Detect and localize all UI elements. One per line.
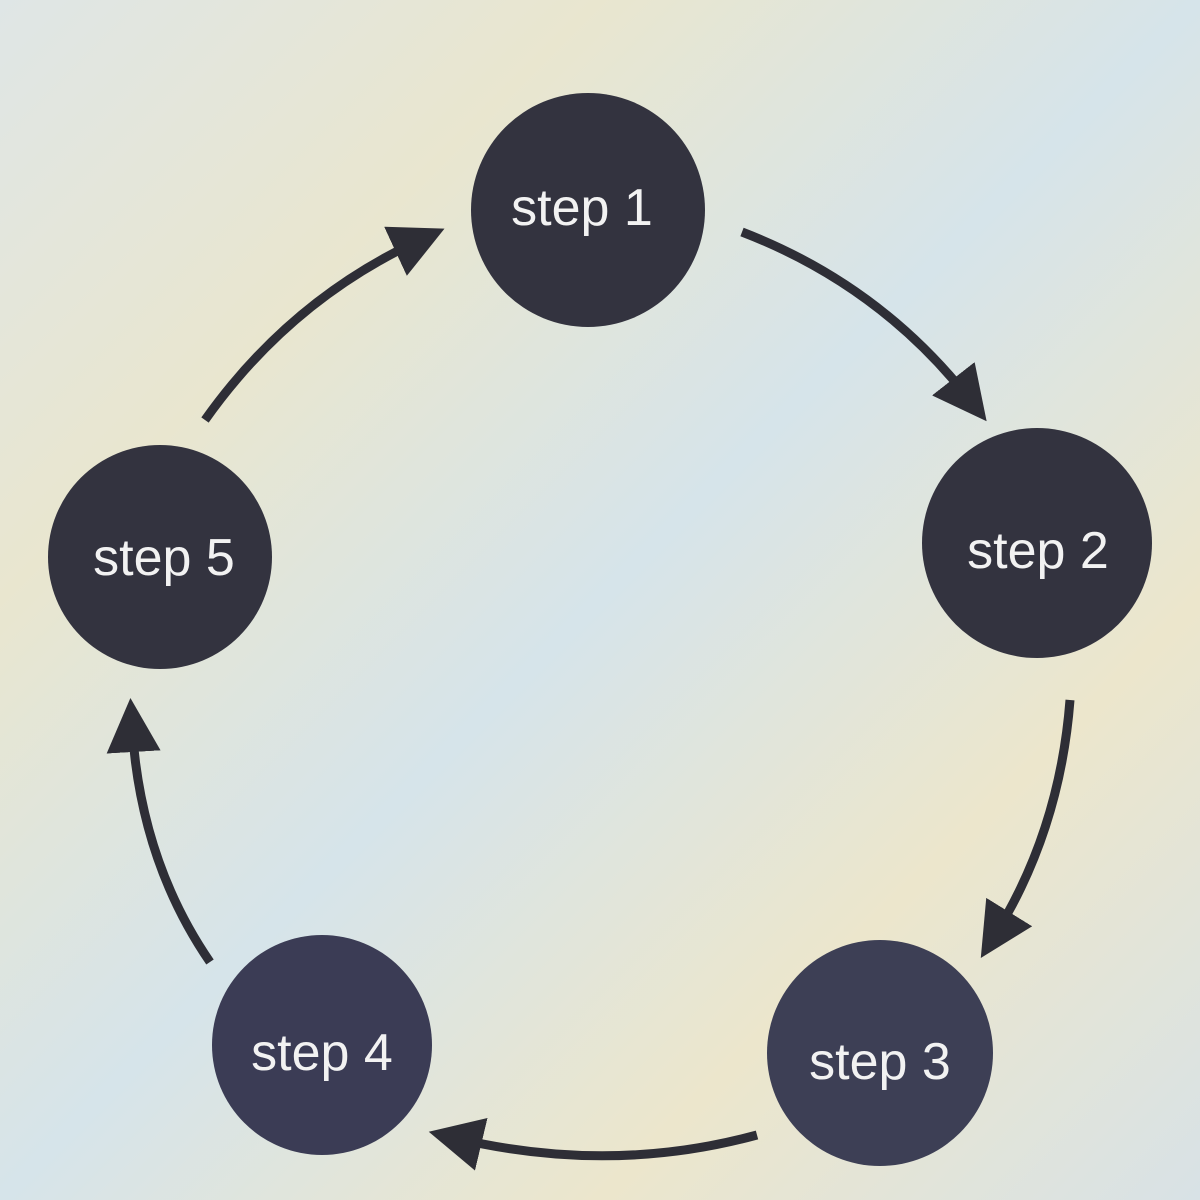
arrow-step2-to-step3 [980, 699, 1075, 958]
arrow-step4-to-step5 [106, 698, 214, 965]
arrow-step5-to-step1 [201, 226, 445, 423]
step-label: step 5 [93, 529, 235, 587]
arrow-step1-to-step2 [740, 227, 987, 422]
step-label: step 2 [967, 522, 1109, 580]
arrow-step3-to-step4 [428, 1117, 759, 1171]
step-node-1: step 1 [471, 93, 705, 327]
step-label: step 1 [511, 179, 653, 237]
step-label: step 3 [809, 1033, 951, 1091]
step-node-3: step 3 [767, 940, 993, 1166]
step-node-2: step 2 [922, 428, 1152, 658]
step-node-4: step 4 [212, 935, 432, 1155]
step-label: step 4 [251, 1024, 393, 1082]
step-node-5: step 5 [48, 445, 272, 669]
